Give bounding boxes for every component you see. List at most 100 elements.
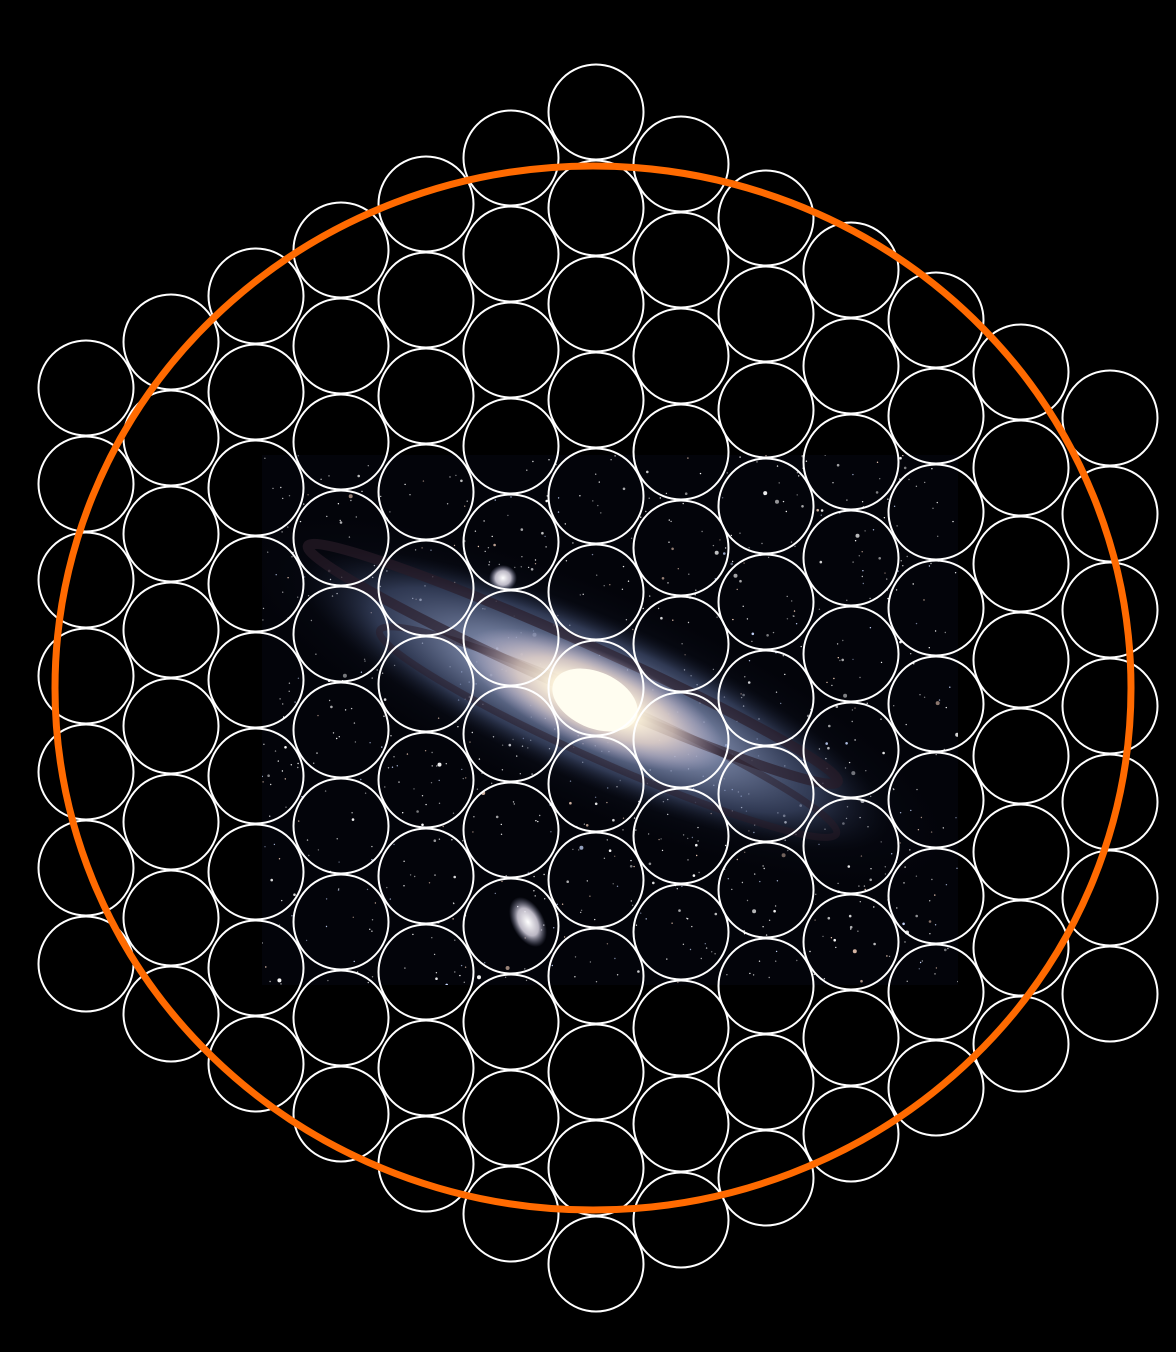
- star: [794, 610, 795, 611]
- star: [631, 900, 632, 901]
- star: [769, 920, 770, 921]
- star: [465, 967, 466, 968]
- star: [463, 778, 464, 779]
- fiber-circle: [464, 975, 559, 1070]
- star: [501, 881, 502, 882]
- fiber-circle: [974, 805, 1069, 900]
- star: [865, 889, 866, 890]
- star: [955, 817, 956, 818]
- star: [904, 941, 905, 942]
- star: [455, 475, 456, 476]
- star: [821, 509, 824, 512]
- star: [820, 561, 823, 564]
- fiber-circle: [634, 1173, 729, 1268]
- star: [787, 596, 788, 597]
- star: [291, 915, 292, 916]
- star: [472, 831, 473, 832]
- star: [389, 511, 390, 512]
- star: [392, 767, 393, 768]
- star: [884, 517, 885, 518]
- star: [952, 521, 953, 522]
- star: [501, 834, 502, 835]
- star: [269, 981, 270, 982]
- star: [614, 856, 615, 857]
- star: [919, 694, 920, 695]
- star: [461, 965, 462, 966]
- star: [390, 898, 391, 899]
- star: [484, 962, 485, 963]
- star: [775, 905, 776, 906]
- fiber-circle: [464, 207, 559, 302]
- star: [816, 509, 819, 512]
- star: [687, 918, 688, 919]
- star: [859, 677, 860, 678]
- star: [262, 776, 263, 777]
- star: [716, 617, 717, 618]
- star: [924, 697, 925, 698]
- star: [438, 763, 442, 767]
- star: [787, 618, 788, 619]
- star: [852, 561, 853, 562]
- star: [365, 793, 366, 794]
- star: [831, 937, 832, 938]
- star: [855, 540, 856, 541]
- star: [930, 563, 931, 564]
- star: [752, 909, 756, 913]
- star: [541, 532, 544, 535]
- star: [388, 767, 389, 768]
- star: [814, 919, 815, 920]
- star: [445, 984, 448, 987]
- star: [944, 949, 947, 952]
- star: [553, 927, 554, 928]
- star: [839, 660, 840, 661]
- star: [649, 595, 650, 596]
- star: [614, 958, 615, 959]
- fiber-circle: [804, 319, 899, 414]
- star: [328, 475, 329, 476]
- star: [412, 934, 413, 935]
- star: [873, 906, 874, 907]
- star: [371, 859, 372, 860]
- star: [640, 913, 641, 914]
- star: [285, 778, 286, 779]
- star: [397, 765, 398, 766]
- star: [580, 912, 581, 913]
- star: [590, 961, 591, 962]
- star: [946, 707, 947, 708]
- star: [880, 719, 881, 720]
- fiber-circle: [39, 341, 134, 436]
- star: [931, 879, 932, 880]
- star: [289, 691, 290, 692]
- star: [766, 934, 767, 935]
- star: [706, 947, 707, 948]
- fiber-circle: [124, 775, 219, 870]
- star: [604, 858, 605, 859]
- star: [467, 501, 468, 502]
- star: [434, 839, 437, 842]
- star: [368, 982, 369, 983]
- star: [902, 565, 903, 566]
- star: [732, 561, 733, 562]
- star: [838, 657, 839, 658]
- star: [640, 517, 641, 518]
- fiber-circle: [719, 1131, 814, 1226]
- star: [747, 900, 748, 901]
- star: [587, 880, 588, 881]
- star: [317, 715, 318, 716]
- star: [284, 746, 287, 749]
- star: [614, 455, 615, 456]
- star: [533, 876, 534, 877]
- star: [797, 472, 798, 473]
- star: [791, 541, 792, 542]
- star: [495, 893, 496, 894]
- star: [425, 804, 426, 805]
- star: [833, 939, 836, 942]
- star: [907, 981, 908, 982]
- star: [410, 874, 411, 875]
- fiber-circle: [719, 267, 814, 362]
- star: [854, 707, 855, 708]
- star: [282, 770, 283, 771]
- star: [837, 464, 840, 467]
- star: [289, 495, 290, 496]
- star: [646, 918, 647, 919]
